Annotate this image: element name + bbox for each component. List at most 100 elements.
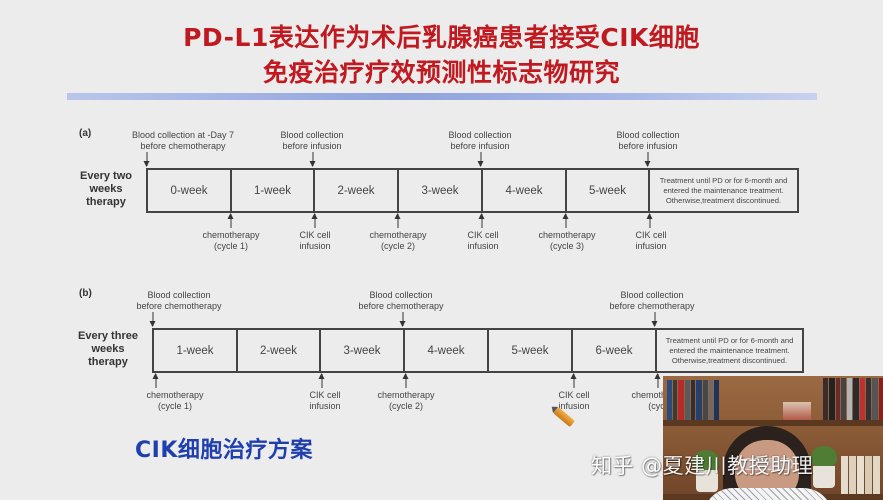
note-line: Otherwise,treatment discontinued. <box>671 355 788 365</box>
final-note-cell: Treatment until PD or for 6-month and en… <box>650 170 797 211</box>
annotation-line: before chemotherapy <box>140 141 226 151</box>
annotation-line: (cycle 1) <box>157 401 193 411</box>
annotation-line: before infusion <box>450 141 510 151</box>
annotation-bottom: CIK cell infusion <box>635 230 666 252</box>
annotation-line: before infusion <box>282 141 342 151</box>
annotation-bottom: chemotherapy (cycle 1) <box>146 390 203 412</box>
annotation-line: Blood collection <box>448 130 512 140</box>
note-line: Otherwise,treatment discontinued. <box>665 195 782 205</box>
annotation-line: Blood collection <box>620 290 684 300</box>
week-cell: 5-week <box>567 170 650 211</box>
arrow-up-icon <box>394 213 401 228</box>
annotation-bottom: chemotherapy (cycle 2) <box>369 230 426 252</box>
annotation-top: Blood collection at -Day 7 before chemot… <box>132 130 234 152</box>
annotation-line: before chemotherapy <box>136 301 222 311</box>
annotation-line: chemotherapy <box>631 390 689 400</box>
annotation-bottom: CIK cell infusion <box>467 230 498 252</box>
annotation-line: chemotherapy <box>538 230 596 240</box>
note-line: entered the maintenance treatment. <box>669 345 790 355</box>
annotation-line: infusion <box>299 241 331 251</box>
annotation-line: (cycle 1) <box>213 241 249 251</box>
plant-pot <box>696 470 718 492</box>
annotation-bottom: chemotherapy (cycle 2) <box>377 390 434 412</box>
books-stack <box>783 402 811 420</box>
annotation-bottom: chemotherapy (cycle <box>631 390 688 412</box>
presenter-video <box>663 376 883 500</box>
week-cell: 6-week <box>573 330 657 371</box>
week-cell: 4-week <box>483 170 567 211</box>
annotation-line: (cycle 3) <box>549 241 585 251</box>
annotation-line: before chemotherapy <box>358 301 444 311</box>
week-cell: 2-week <box>238 330 321 371</box>
row-label-line: Every three <box>78 330 138 342</box>
title-line-1: PD-L1表达作为术后乳腺癌患者接受CIK细胞 <box>183 23 700 52</box>
arrow-up-icon <box>570 373 577 388</box>
annotation-line: Blood collection <box>369 290 433 300</box>
annotation-line: (cycle 2) <box>388 401 424 411</box>
arrow-up-icon <box>478 213 485 228</box>
timeline-b: 1-week 2-week 3-week 4-week 5-week 6-wee… <box>152 328 804 373</box>
plant <box>811 446 837 468</box>
annotation-line: chemotherapy <box>146 390 204 400</box>
annotation-line: Blood collection <box>147 290 211 300</box>
week-cell: 3-week <box>321 330 405 371</box>
section-subtitle: CIK细胞治疗方案 <box>135 438 313 463</box>
note-line: entered the maintenance treatment. <box>663 185 784 195</box>
books-right <box>823 378 883 420</box>
zhihu-watermark: 知乎 @夏建川教授助理 <box>591 454 814 478</box>
arrow-down-icon <box>149 312 156 327</box>
week-cell: 1-week <box>154 330 238 371</box>
timeline-a: 0-week 1-week 2-week 3-week 4-week 5-wee… <box>146 168 799 213</box>
arrow-up-icon <box>318 373 325 388</box>
final-note-cell: Treatment until PD or for 6-month and en… <box>657 330 802 371</box>
annotation-top: Blood collection before chemotherapy <box>609 290 694 312</box>
annotation-top: Blood collection before infusion <box>616 130 679 152</box>
annotation-line: Blood collection <box>280 130 344 140</box>
arrow-down-icon <box>477 152 484 167</box>
row-label-line: therapy <box>86 196 126 208</box>
week-cell: 0-week <box>148 170 232 211</box>
annotation-line: chemotherapy <box>377 390 435 400</box>
annotation-bottom: chemotherapy (cycle 3) <box>538 230 595 252</box>
annotation-line: CIK cell <box>299 230 331 240</box>
row-label-line: Every two <box>80 170 132 182</box>
arrow-down-icon <box>143 152 150 167</box>
shelf-board <box>663 420 883 426</box>
week-cell: 2-week <box>315 170 399 211</box>
week-cell: 4-week <box>405 330 489 371</box>
annotation-top: Blood collection before chemotherapy <box>136 290 221 312</box>
annotation-bottom: CIK cell infusion <box>299 230 330 252</box>
row-label-line: therapy <box>88 356 128 368</box>
title-underline-bar <box>67 93 817 100</box>
annotation-line: CIK cell <box>635 230 667 240</box>
row-label-line: weeks <box>89 183 123 195</box>
annotation-line: CIK cell <box>467 230 499 240</box>
arrow-down-icon <box>399 312 406 327</box>
row-label-line: weeks <box>91 343 125 355</box>
arrow-up-icon <box>654 373 661 388</box>
slide-title: PD-L1表达作为术后乳腺癌患者接受CIK细胞 免疫治疗疗效预测性标志物研究 <box>0 20 883 90</box>
annotation-top: Blood collection before infusion <box>280 130 343 152</box>
annotation-bottom: CIK cell infusion <box>309 390 340 412</box>
annotation-bottom: chemotherapy (cycle 1) <box>202 230 259 252</box>
annotation-line: chemotherapy <box>202 230 260 240</box>
row-label-b: Every three weeks therapy <box>74 330 142 369</box>
annotation-line: Blood collection at -Day 7 <box>131 130 235 140</box>
plant <box>693 450 719 472</box>
annotation-line: infusion <box>558 401 590 411</box>
note-line: Treatment until PD or for 6-month and <box>665 335 794 345</box>
annotation-line: CIK cell <box>309 390 341 400</box>
plant-pot <box>813 466 835 488</box>
arrow-up-icon <box>402 373 409 388</box>
title-line-2: 免疫治疗疗效预测性标志物研究 <box>262 58 620 87</box>
arrow-down-icon <box>651 312 658 327</box>
annotation-line: infusion <box>635 241 667 251</box>
annotation-line: infusion <box>467 241 499 251</box>
books-left <box>667 380 719 420</box>
annotation-top: Blood collection before infusion <box>448 130 511 152</box>
annotation-line: CIK cell <box>558 390 590 400</box>
presenter-shirt <box>703 488 833 500</box>
annotation-line: before infusion <box>618 141 678 151</box>
arrow-down-icon <box>644 152 651 167</box>
week-cell: 3-week <box>399 170 483 211</box>
